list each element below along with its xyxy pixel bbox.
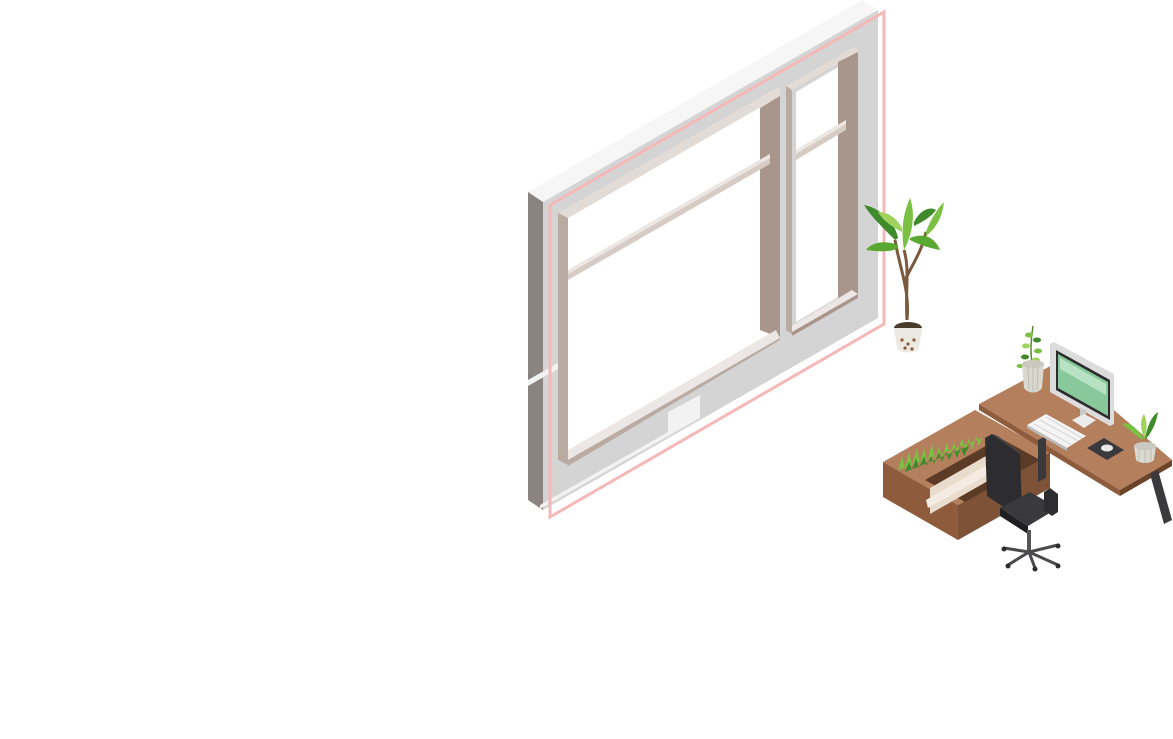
desk-plant-tall xyxy=(1016,325,1044,393)
keyboard xyxy=(1027,414,1086,451)
desk-plant-small xyxy=(1122,412,1158,463)
floor-plant xyxy=(864,198,944,353)
office-chair xyxy=(985,434,1061,572)
monitor xyxy=(1050,342,1114,428)
desk xyxy=(979,362,1172,524)
window-frame xyxy=(528,0,886,520)
mouse xyxy=(1087,438,1124,460)
